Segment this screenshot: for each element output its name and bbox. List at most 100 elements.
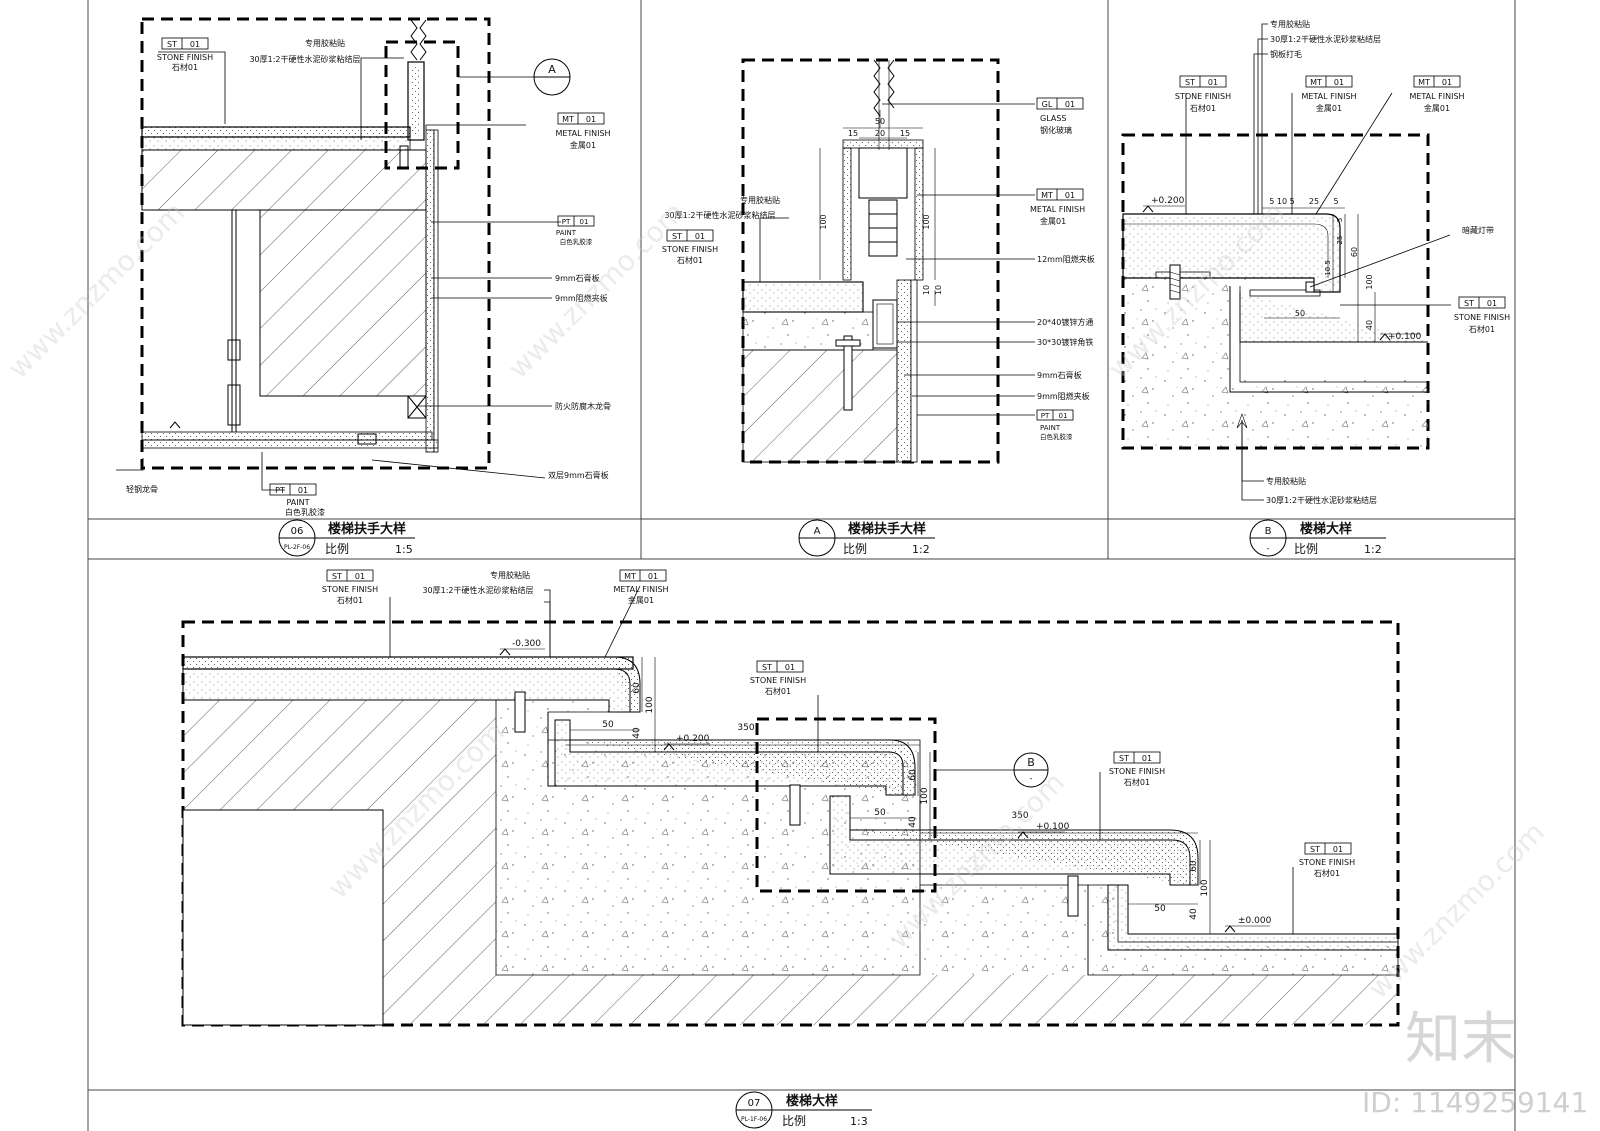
svg-text:比例: 比例: [782, 1114, 806, 1128]
screw-1: [514, 691, 526, 733]
svg-text:PT: PT: [1041, 412, 1050, 420]
tag-metal-06: MT 01 METAL FINISH 金属01: [555, 112, 611, 150]
svg-text:01: 01: [586, 115, 596, 124]
svg-text:METAL FINISH: METAL FINISH: [1301, 92, 1356, 101]
svg-text:暗藏灯带: 暗藏灯带: [1462, 225, 1494, 235]
svg-text:01: 01: [695, 232, 705, 241]
note-keel: 轻钢龙骨: [126, 484, 158, 494]
svg-text:5 10 5: 5 10 5: [1269, 197, 1294, 206]
tag-metal-a: MT 01 METAL FINISH 金属01: [1030, 188, 1085, 226]
concrete-a: [742, 349, 898, 463]
svg-text:STONE FINISH: STONE FINISH: [1109, 767, 1165, 776]
svg-text:石材01: 石材01: [337, 595, 363, 605]
svg-text:GL: GL: [1042, 100, 1053, 109]
svg-text:01: 01: [1142, 754, 1152, 763]
svg-text:-0.300: -0.300: [512, 639, 541, 649]
svg-text:STONE FINISH: STONE FINISH: [322, 585, 378, 594]
svg-text:ST: ST: [1310, 845, 1320, 854]
svg-text:PAINT: PAINT: [1040, 424, 1061, 432]
title-block-07: 07 PL-1F-06 楼梯大样 比例 1:3: [735, 1091, 872, 1129]
svg-text:A: A: [814, 526, 821, 537]
svg-text:+0.200: +0.200: [676, 734, 710, 744]
svg-text:STONE FINISH: STONE FINISH: [1454, 313, 1510, 322]
callout-a-letter: A: [548, 63, 556, 76]
svg-text:-: -: [1030, 774, 1033, 783]
tag-stone-b2: ST 01 STONE FINISH 石材01: [1454, 296, 1510, 334]
id-watermark: ID: 1149259141: [1362, 1086, 1588, 1119]
svg-text:9mm石膏板: 9mm石膏板: [1037, 370, 1082, 380]
screw-3: [1067, 875, 1079, 917]
svg-text:15: 15: [848, 129, 858, 138]
svg-text:+0.200: +0.200: [1151, 196, 1185, 206]
svg-text:01: 01: [1059, 412, 1068, 420]
svg-text:10 5: 10 5: [1324, 260, 1332, 276]
svg-text:20*40镀锌方通: 20*40镀锌方通: [1037, 317, 1093, 327]
tag-stone-07d: ST 01 STONE FINISH 石材01: [1299, 842, 1355, 878]
svg-text:www.znzmo.com: www.znzmo.com: [502, 196, 691, 385]
svg-text:ST: ST: [1119, 754, 1129, 763]
svg-text:-: -: [1267, 544, 1270, 553]
callout-box-b: [755, 717, 937, 893]
svg-text:MT: MT: [624, 572, 636, 581]
note-doublegypsum: 双层9mm石膏板: [548, 470, 609, 480]
svg-text:PT: PT: [275, 486, 285, 495]
svg-text:B: B: [1027, 756, 1035, 769]
title-block-b: B - 楼梯大样 比例 1:2: [1249, 519, 1386, 557]
svg-text:专用胶粘贴: 专用胶粘贴: [490, 570, 530, 580]
screw-b: [1169, 264, 1181, 300]
svg-text:1:3: 1:3: [850, 1115, 868, 1128]
svg-text:金属01: 金属01: [628, 595, 654, 605]
svg-text:60: 60: [908, 769, 918, 781]
svg-text:01: 01: [580, 218, 589, 226]
svg-text:100: 100: [1200, 879, 1210, 896]
svg-text:STONE FINISH: STONE FINISH: [1175, 92, 1231, 101]
anchor-bolt: [843, 335, 853, 411]
svg-text:石材01: 石材01: [1314, 868, 1340, 878]
svg-text:25: 25: [1309, 197, 1319, 206]
svg-text:PT: PT: [562, 218, 571, 226]
svg-text:石材01: 石材01: [172, 62, 198, 72]
svg-text:楼梯大样: 楼梯大样: [1300, 521, 1352, 537]
wall-board: [896, 279, 912, 463]
svg-text:PAINT: PAINT: [286, 498, 309, 507]
metal-handrail: [407, 61, 425, 141]
screw-2: [789, 784, 801, 826]
tag-stone-06: ST 01 STONE FINISH 石材01: [157, 37, 213, 72]
tag-paint-06b: PT 01 PAINT 白色乳胶漆: [269, 483, 325, 517]
svg-text:PL-2F-06: PL-2F-06: [284, 544, 310, 551]
svg-text:±0.000: ±0.000: [1238, 916, 1272, 926]
svg-text:金属01: 金属01: [570, 140, 596, 150]
svg-text:PL-1F-06: PL-1F-06: [741, 1116, 767, 1123]
title-block-a: A 楼梯扶手大样 比例 1:2: [798, 519, 935, 557]
svg-text:01: 01: [785, 663, 795, 672]
svg-text:40: 40: [632, 727, 642, 739]
svg-text:01: 01: [190, 40, 200, 49]
svg-text:01: 01: [648, 572, 658, 581]
brand-watermark: 知末: [1405, 1007, 1517, 1072]
svg-text:07: 07: [748, 1098, 761, 1109]
gypsum-board-wall: [425, 129, 435, 453]
svg-text:10: 10: [934, 285, 943, 295]
svg-text:50: 50: [874, 808, 886, 818]
svg-text:30*30镀锌角铁: 30*30镀锌角铁: [1037, 337, 1093, 347]
svg-text:25: 25: [1336, 236, 1344, 245]
svg-text:60: 60: [1350, 247, 1359, 257]
tag-paint-a: PT 01 PAINT 白色乳胶漆: [1036, 409, 1074, 441]
svg-text:专用胶粘贴: 专用胶粘贴: [740, 195, 780, 205]
svg-text:30厚1:2干硬性水泥砂浆粘结层: 30厚1:2干硬性水泥砂浆粘结层: [1270, 34, 1381, 44]
svg-text:MT: MT: [1418, 78, 1430, 87]
svg-text:白色乳胶漆: 白色乳胶漆: [1040, 432, 1073, 441]
svg-text:ST: ST: [332, 572, 342, 581]
svg-text:MT: MT: [1041, 191, 1053, 200]
svg-text:METAL FINISH: METAL FINISH: [613, 585, 668, 594]
svg-text:MT: MT: [1310, 78, 1322, 87]
svg-text:楼梯扶手大样: 楼梯扶手大样: [328, 521, 406, 537]
svg-text:金属01: 金属01: [1424, 103, 1450, 113]
note-mortar: 30厚1:2干硬性水泥砂浆粘结层: [249, 54, 360, 64]
svg-text:1:5: 1:5: [395, 543, 413, 556]
svg-text:01: 01: [1208, 78, 1218, 87]
metal-handrail-left: [842, 147, 852, 281]
svg-text:石材01: 石材01: [1190, 103, 1216, 113]
svg-text:40: 40: [908, 816, 918, 828]
